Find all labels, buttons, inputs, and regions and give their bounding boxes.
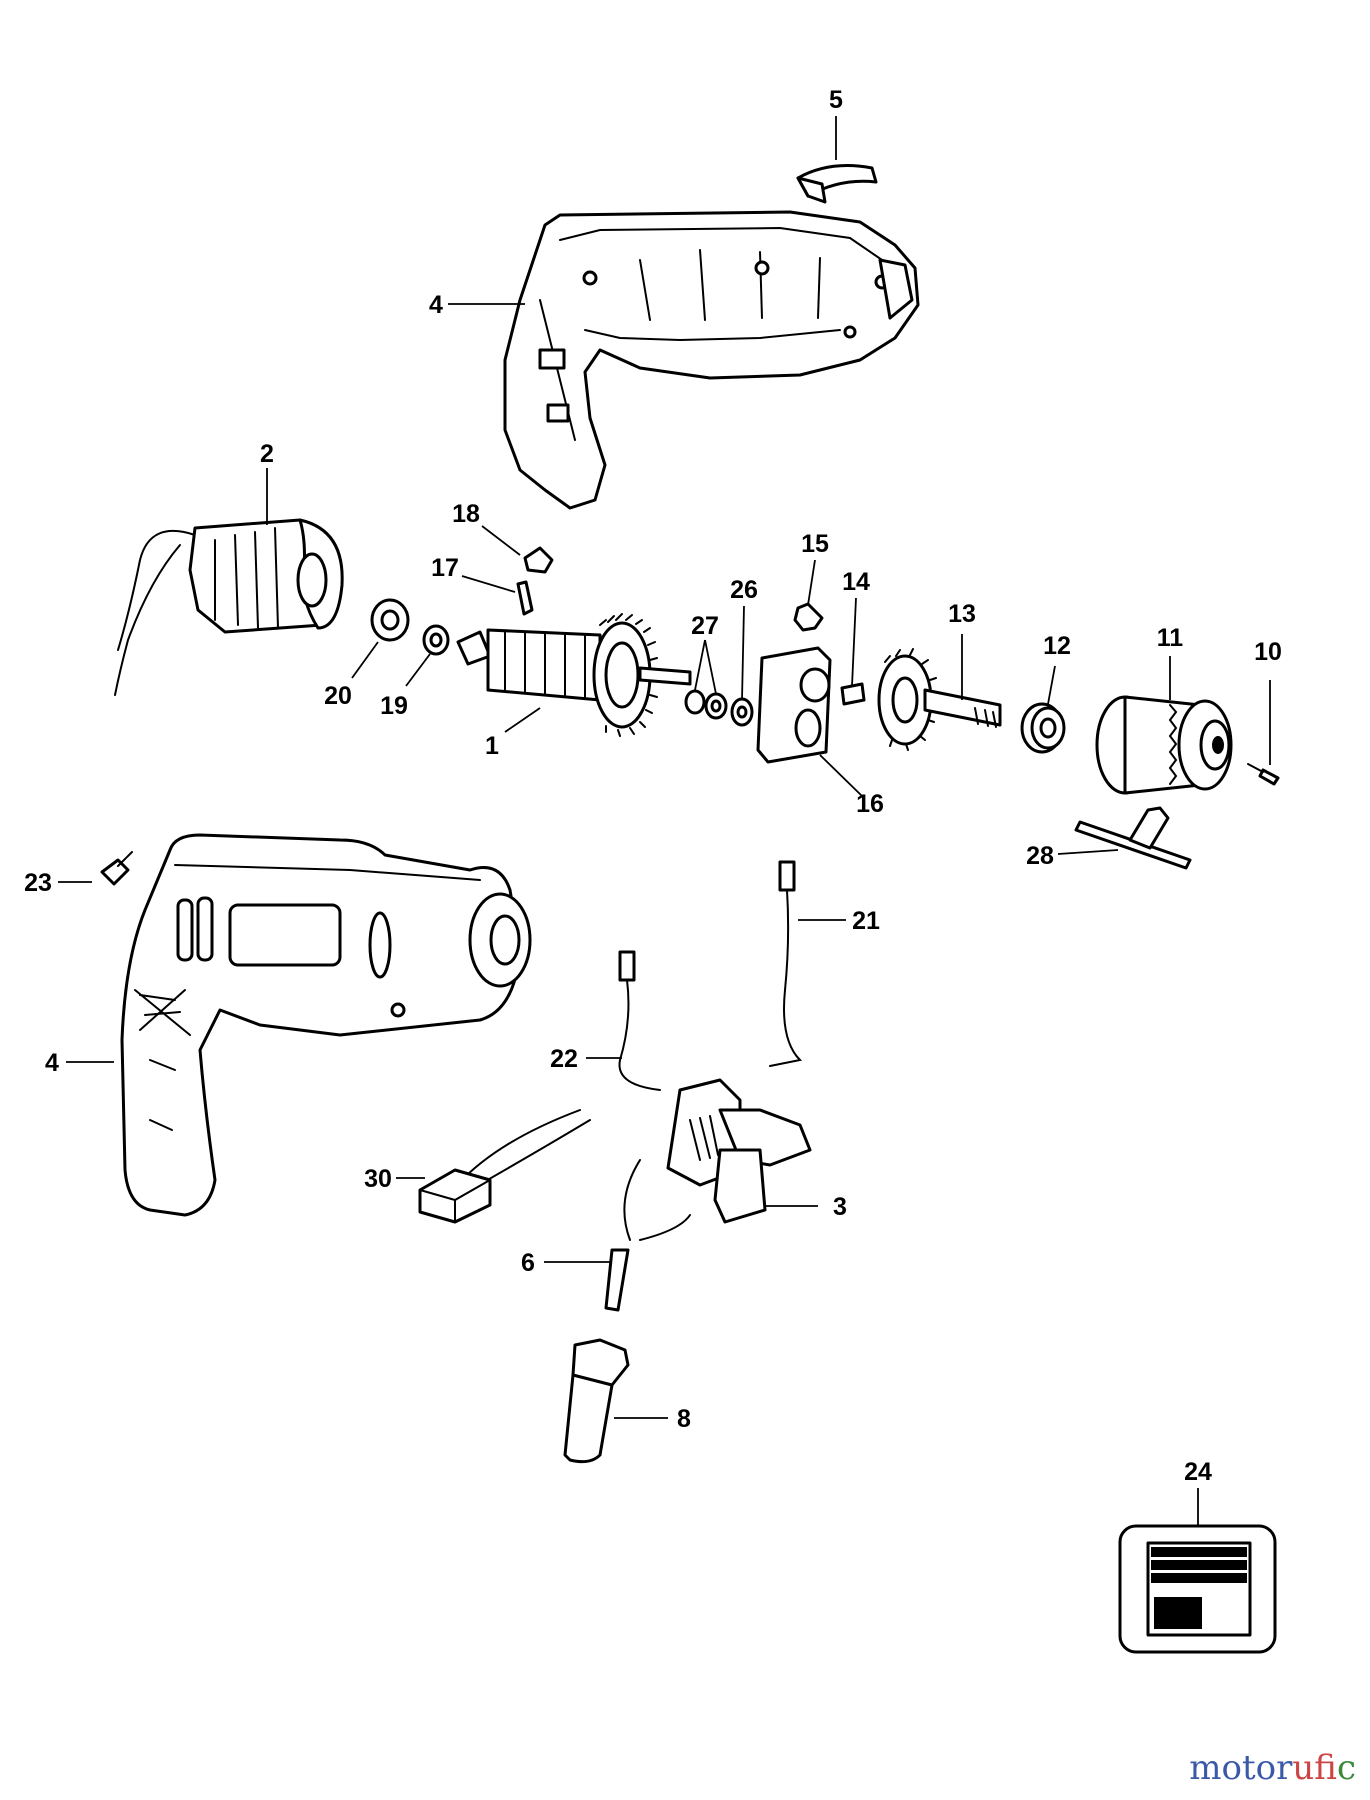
callout-26: 26 xyxy=(730,576,758,604)
part-6-power-cord xyxy=(604,1159,691,1312)
part-22-lead-wire xyxy=(618,950,661,1091)
callout-17: 17 xyxy=(431,554,459,582)
part-10-screw xyxy=(1247,763,1280,786)
callout-11: 11 xyxy=(1157,624,1184,652)
part-24-label-plate xyxy=(1118,1524,1277,1654)
part-5-button-cap xyxy=(796,164,878,204)
part-4-housing-assembled xyxy=(120,833,532,1217)
part-20-bearing xyxy=(370,598,410,642)
part-21-lead-wire xyxy=(769,860,803,1067)
callout-16: 16 xyxy=(856,790,884,818)
callout-20: 20 xyxy=(324,682,352,710)
callout-10: 10 xyxy=(1254,638,1282,666)
callout-19: 19 xyxy=(380,692,408,720)
callout-2: 2 xyxy=(260,440,274,468)
part-17-carbon-brush xyxy=(516,580,534,616)
part-28-chuck-key xyxy=(1074,806,1192,870)
watermark-part-b: uf xyxy=(1292,1748,1337,1788)
callout-4-bottom: 4 xyxy=(45,1049,59,1077)
callout-3: 3 xyxy=(833,1193,847,1221)
part-2-field-stator xyxy=(114,518,344,696)
part-18-spring-clip xyxy=(523,546,554,574)
callout-14: 14 xyxy=(842,568,870,596)
part-8-side-handle xyxy=(563,1338,630,1464)
part-19-washer xyxy=(422,624,450,656)
part-26-washer xyxy=(730,697,754,727)
watermark-logo: motorufic xyxy=(1189,1748,1356,1788)
part-23-screw xyxy=(100,851,133,886)
callout-28: 28 xyxy=(1026,842,1054,870)
part-30-brush-set xyxy=(418,1109,591,1224)
callout-24: 24 xyxy=(1184,1458,1212,1486)
callout-13: 13 xyxy=(948,600,976,628)
callout-21: 21 xyxy=(852,907,880,935)
part-15-clip xyxy=(793,602,824,632)
part-3-switch xyxy=(666,1078,812,1224)
callout-27: 27 xyxy=(691,612,719,640)
callout-5: 5 xyxy=(829,86,843,114)
part-14-spacer xyxy=(840,682,866,706)
callout-15: 15 xyxy=(801,530,829,558)
part-13-spindle-gear xyxy=(877,648,1002,751)
watermark-part-a: motor xyxy=(1189,1748,1293,1788)
part-12-bearing xyxy=(1020,702,1066,754)
part-11-chuck xyxy=(1095,695,1233,795)
callout-22: 22 xyxy=(550,1045,578,1073)
part-27-washers xyxy=(684,689,728,720)
part-4-housing-half-top xyxy=(503,210,920,510)
leader-lines xyxy=(58,116,1271,1526)
callout-12: 12 xyxy=(1043,632,1071,660)
callout-labels: 5 4 2 18 17 15 14 26 27 13 12 11 10 20 1… xyxy=(24,86,1282,1486)
callout-30: 30 xyxy=(364,1165,392,1193)
part-1-armature xyxy=(456,613,692,737)
callout-6: 6 xyxy=(521,1249,535,1277)
callout-8: 8 xyxy=(677,1405,691,1433)
callout-1: 1 xyxy=(485,732,499,760)
callout-23: 23 xyxy=(24,869,52,897)
part-16-gear-plate xyxy=(756,646,832,764)
callout-4-top: 4 xyxy=(429,291,443,319)
callout-18: 18 xyxy=(452,500,480,528)
watermark-part-c: ic xyxy=(1336,1748,1356,1788)
